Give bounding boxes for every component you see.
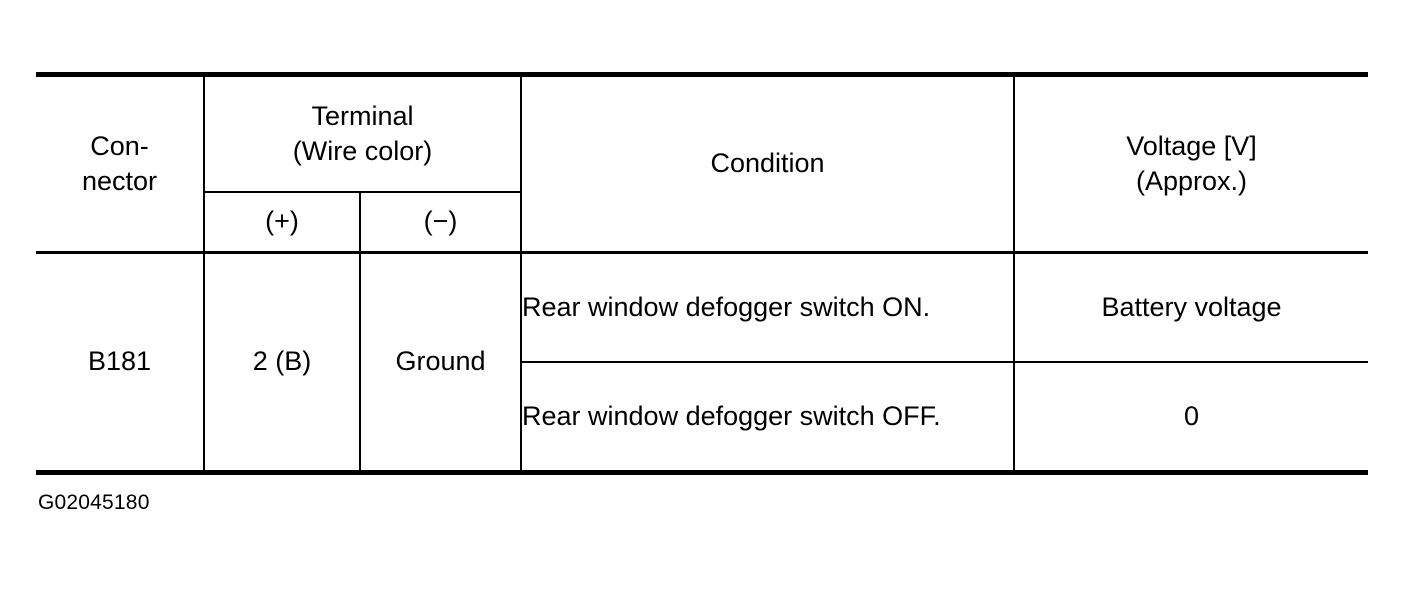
cell-terminal-positive: 2 (B) <box>204 252 361 470</box>
header-cell-connector: Con- nector <box>36 77 205 254</box>
cell-voltage: Battery voltage <box>1014 252 1368 363</box>
terminal-positive-value: 2 (B) <box>252 346 312 377</box>
header-voltage-line1: Voltage [V] <box>1126 130 1257 161</box>
cell-terminal-negative: Ground <box>360 252 522 470</box>
header-terminal-subtitle: (Wire color) <box>292 136 433 166</box>
specification-table: Con- nector Terminal (Wire color) Condit… <box>36 72 1368 475</box>
header-cell-terminal-negative: (−) <box>360 192 522 254</box>
header-cell-terminal-positive: (+) <box>204 192 361 254</box>
table-header-row-polarity: (+) (−) <box>36 192 1368 254</box>
cell-condition: Rear window defogger switch ON. <box>521 252 1015 363</box>
header-connector-line2: nector <box>81 166 158 196</box>
cell-condition: Rear window defogger switch OFF. <box>521 362 1015 470</box>
voltage-value: Battery voltage <box>1101 291 1282 322</box>
condition-value: Rear window defogger switch OFF. <box>522 400 941 431</box>
cell-connector: B181 <box>36 252 205 470</box>
header-voltage-line2: (Approx.) <box>1135 166 1248 196</box>
connector-value: B181 <box>87 346 152 377</box>
header-terminal-positive-label: (+) <box>265 206 299 237</box>
figure-reference-code: G02045180 <box>38 491 150 514</box>
header-terminal-title: Terminal <box>311 100 414 131</box>
header-cell-terminal: Terminal (Wire color) <box>204 77 522 193</box>
terminal-negative-value: Ground <box>395 346 486 377</box>
header-condition-label: Condition <box>710 148 825 179</box>
header-connector-line1: Con- <box>90 130 149 161</box>
header-cell-condition: Condition <box>521 77 1015 254</box>
header-terminal-negative-label: (−) <box>423 206 458 237</box>
cell-voltage: 0 <box>1014 362 1368 470</box>
table-row: B181 2 (B) Ground Rear window defogger s… <box>36 252 1368 470</box>
condition-value: Rear window defogger switch ON. <box>522 291 931 322</box>
voltage-value: 0 <box>1183 400 1200 431</box>
table-row: Rear window defogger switch OFF. 0 <box>36 362 1368 470</box>
terminal-voltage-table: Con- nector Terminal (Wire color) Condit… <box>36 77 1368 470</box>
table-header-row-primary: Con- nector Terminal (Wire color) Condit… <box>36 77 1368 254</box>
header-cell-voltage: Voltage [V] (Approx.) <box>1014 77 1368 254</box>
